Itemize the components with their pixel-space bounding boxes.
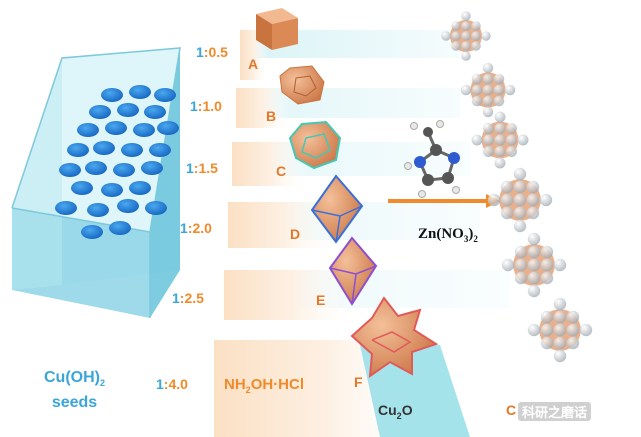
seed-dot [77,123,99,137]
seed-dot [93,141,115,155]
seed-dot [89,105,111,119]
ratio-label-b: 1:1.0 [190,98,222,114]
seed-dot [133,123,155,137]
right-product-label: C [506,402,517,418]
seed-dot [81,225,103,239]
step-letter-f: F [354,374,363,390]
step-letter-e: E [316,292,326,308]
molecule-icon [404,120,460,198]
seed-dot [55,201,77,215]
ratio-label-c: 1:1.5 [186,160,218,176]
polyhedron-e-octahedron [328,236,378,306]
seed-dot [105,121,127,135]
cu2o-label: Cu2O [378,402,413,421]
polyhedron-b-truncated [279,65,325,105]
ratio-label-f: 1:4.0 [156,376,188,392]
seed-dot [129,181,151,195]
zinc-nitrate-label: Zn(NO3)2 [418,226,478,244]
step-d-left [228,202,340,248]
seed-dot [101,183,123,197]
seed-dot [87,203,109,217]
step-b-left [236,88,290,128]
seed-dot [71,181,93,195]
seed-dot [117,199,139,213]
watermark: 科研之磨话 [518,402,592,421]
step-c-left [232,142,310,186]
polyhedron-f-star [350,296,439,379]
zif-particle [527,297,593,363]
container-right [150,48,180,318]
seed-dots [55,85,179,239]
seed-dot [129,85,151,99]
seed-dot [145,201,167,215]
seed-dot [85,161,107,175]
seed-dot [121,143,143,157]
seed-dot [109,221,131,235]
seed-dot [149,143,171,157]
seed-dot [67,143,89,157]
seed-dot [141,161,163,175]
seed-dot [59,163,81,177]
seed-container [11,47,181,318]
zif-particle [460,62,516,118]
step-letter-a: A [248,56,259,72]
reducer-label: NH2OH·HCl [224,376,305,395]
ratio-label-e: 1:2.5 [172,290,204,306]
step-e-left [224,270,360,320]
step-letter-d: D [290,226,301,242]
polyhedron-c-cuboctahedron [288,120,342,170]
step-f-beam [360,345,470,437]
zif-particle [487,167,553,233]
step-letter-b: B [266,108,277,124]
step-letter-c: C [276,163,287,179]
seed-dot [101,88,123,102]
zif-coated-particles [441,11,593,363]
polyhedron-d-octahedron [310,174,364,244]
seed-dot [113,163,135,177]
polyhedron-a-cube [256,8,298,50]
ratio-label-a: 1:0.5 [196,44,228,60]
zif-particle [441,11,491,61]
ratio-label-d: 1:2.0 [180,220,212,236]
seeds-label: Cu(OH)2 seeds [44,369,105,412]
seed-dot [157,121,179,135]
zif-particle [471,111,529,169]
seed-dot [144,105,166,119]
seed-dot [154,88,176,102]
seed-dot [117,103,139,117]
zif-particle [501,232,567,298]
